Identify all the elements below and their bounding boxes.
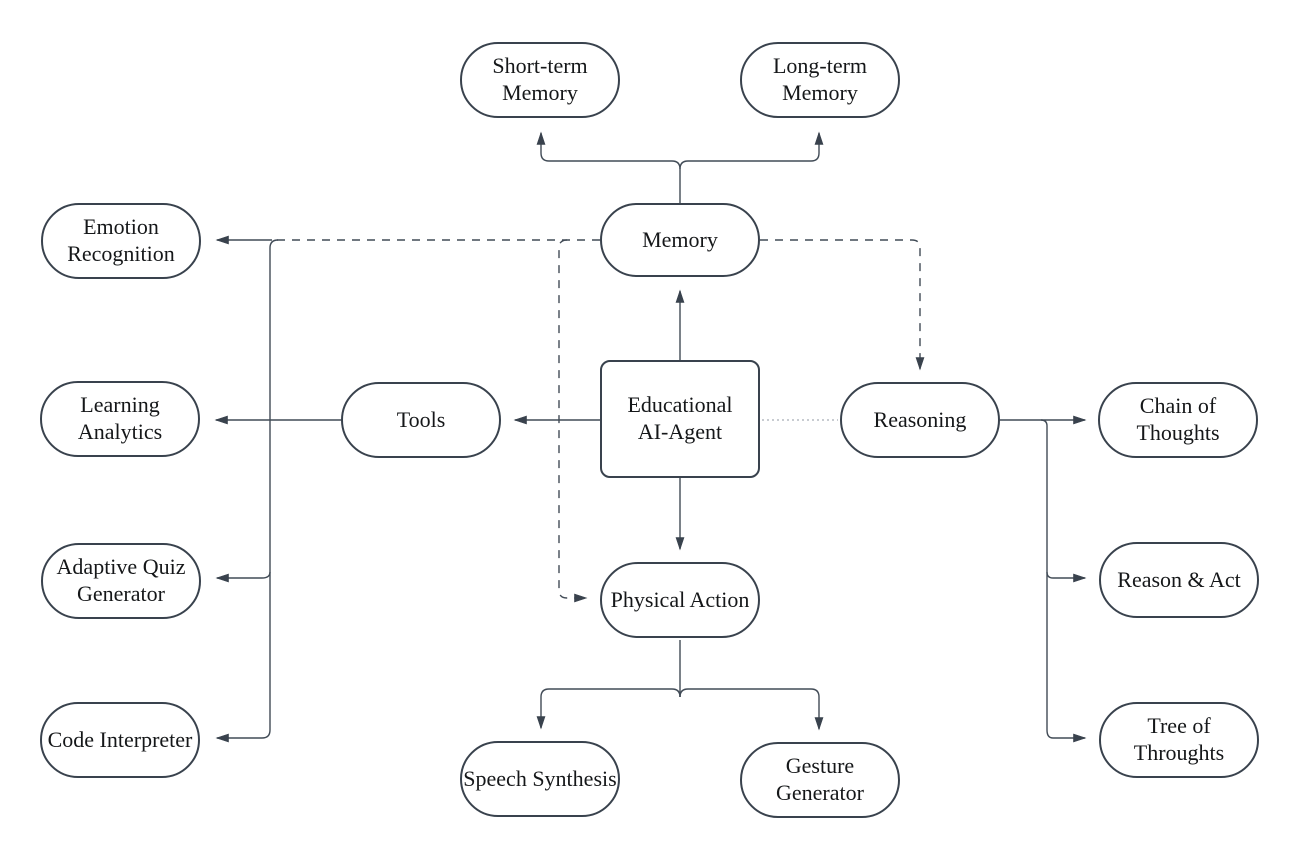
node-gesture-generator: Gesture Generator <box>740 742 900 818</box>
node-learning-analytics: Learning Analytics <box>40 381 200 457</box>
node-label: Reason & Act <box>1117 566 1241 592</box>
edge-physical-action-to-speech-synthesis <box>536 688 681 730</box>
edge-reasoning-to-tree-of-throughts <box>1040 419 1087 743</box>
node-label: Gesture Generator <box>776 753 864 805</box>
node-label: Learning Analytics <box>77 392 163 444</box>
edge-trunk-to-adaptive-quiz-generator <box>215 571 271 583</box>
edge-trunk-to-code-interpreter <box>215 239 279 743</box>
node-chain-of-thoughts: Chain of Thoughts <box>1098 382 1258 458</box>
node-label: Tree of Throughts <box>1133 713 1225 765</box>
node-educational-ai-agent: Educational AI-Agent <box>600 360 760 478</box>
node-reasoning: Reasoning <box>840 382 1000 458</box>
node-label: Speech Synthesis <box>463 765 617 791</box>
node-label: Physical Action <box>610 586 750 612</box>
edge-reasoning-to-reason-and-act <box>1046 571 1087 583</box>
node-label: Long-term Memory <box>772 53 868 105</box>
node-label: Tools <box>396 406 446 432</box>
node-short-term-memory: Short-term Memory <box>460 42 620 118</box>
node-label: Short-term Memory <box>492 53 588 105</box>
edge-memory-to-short-term-memory <box>536 131 681 170</box>
edge-physical-action-to-gesture-generator <box>679 688 824 731</box>
node-label: Chain of Thoughts <box>1136 393 1220 445</box>
node-long-term-memory: Long-term Memory <box>740 42 900 118</box>
edge-memory-to-physical-action-dashed <box>558 239 588 603</box>
edge-memory-to-reasoning-dashed <box>760 239 925 371</box>
node-adaptive-quiz-generator: Adaptive Quiz Generator <box>41 543 201 619</box>
edge-memory-to-long-term-memory <box>679 131 824 170</box>
node-tree-of-throughts: Tree of Throughts <box>1099 702 1259 778</box>
node-label: Code Interpreter <box>47 726 193 752</box>
node-label: Educational AI-Agent <box>627 392 733 444</box>
node-tools: Tools <box>341 382 501 458</box>
node-reason-and-act: Reason & Act <box>1099 542 1259 618</box>
node-speech-synthesis: Speech Synthesis <box>460 741 620 817</box>
node-label: Reasoning <box>873 406 967 432</box>
node-physical-action: Physical Action <box>600 562 760 638</box>
node-label: Adaptive Quiz Generator <box>56 554 186 606</box>
node-label: Memory <box>642 226 718 252</box>
node-label: Emotion Recognition <box>67 214 175 266</box>
node-emotion-recognition: Emotion Recognition <box>41 203 201 279</box>
node-code-interpreter: Code Interpreter <box>40 702 200 778</box>
node-memory: Memory <box>600 203 760 277</box>
